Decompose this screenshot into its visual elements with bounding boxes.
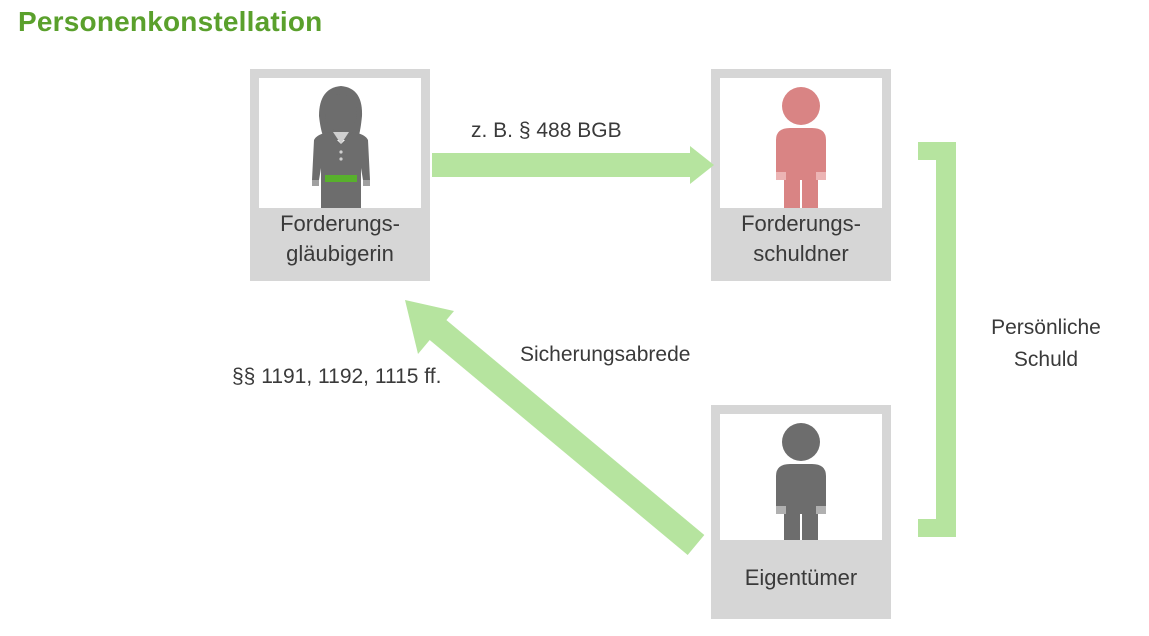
legal-reference-label: §§ 1191, 1192, 1115 ff. [232, 365, 442, 388]
bracket-label: Persönliche Schuld [991, 316, 1101, 371]
card-label: Eigentümer [744, 565, 858, 590]
card-label: Forderungs- schuldner [741, 211, 861, 266]
card-photo [259, 78, 421, 208]
card-forderungsschuldner: Forderungs- schuldner [711, 69, 891, 281]
diagonal-arrow-label: Sicherungsabrede [520, 343, 691, 366]
page-title: Personenkonstellation [18, 6, 323, 37]
card-label: Forderungs- gläubigerin [280, 211, 400, 266]
top-arrow-label: z. B. § 488 BGB [471, 119, 622, 142]
card-photo [720, 414, 882, 540]
arrow-right-icon [432, 146, 714, 184]
card-photo [720, 78, 882, 208]
card-eigentuemer: Eigentümer [711, 405, 891, 619]
arrow-up-left-icon [405, 300, 705, 555]
card-forderungsglaeubigerin: Forderungs- gläubigerin [250, 69, 430, 281]
bracket-icon [918, 142, 956, 537]
man-person-icon [776, 87, 826, 208]
woman-person-icon [312, 86, 370, 208]
man-person-icon [776, 423, 826, 540]
